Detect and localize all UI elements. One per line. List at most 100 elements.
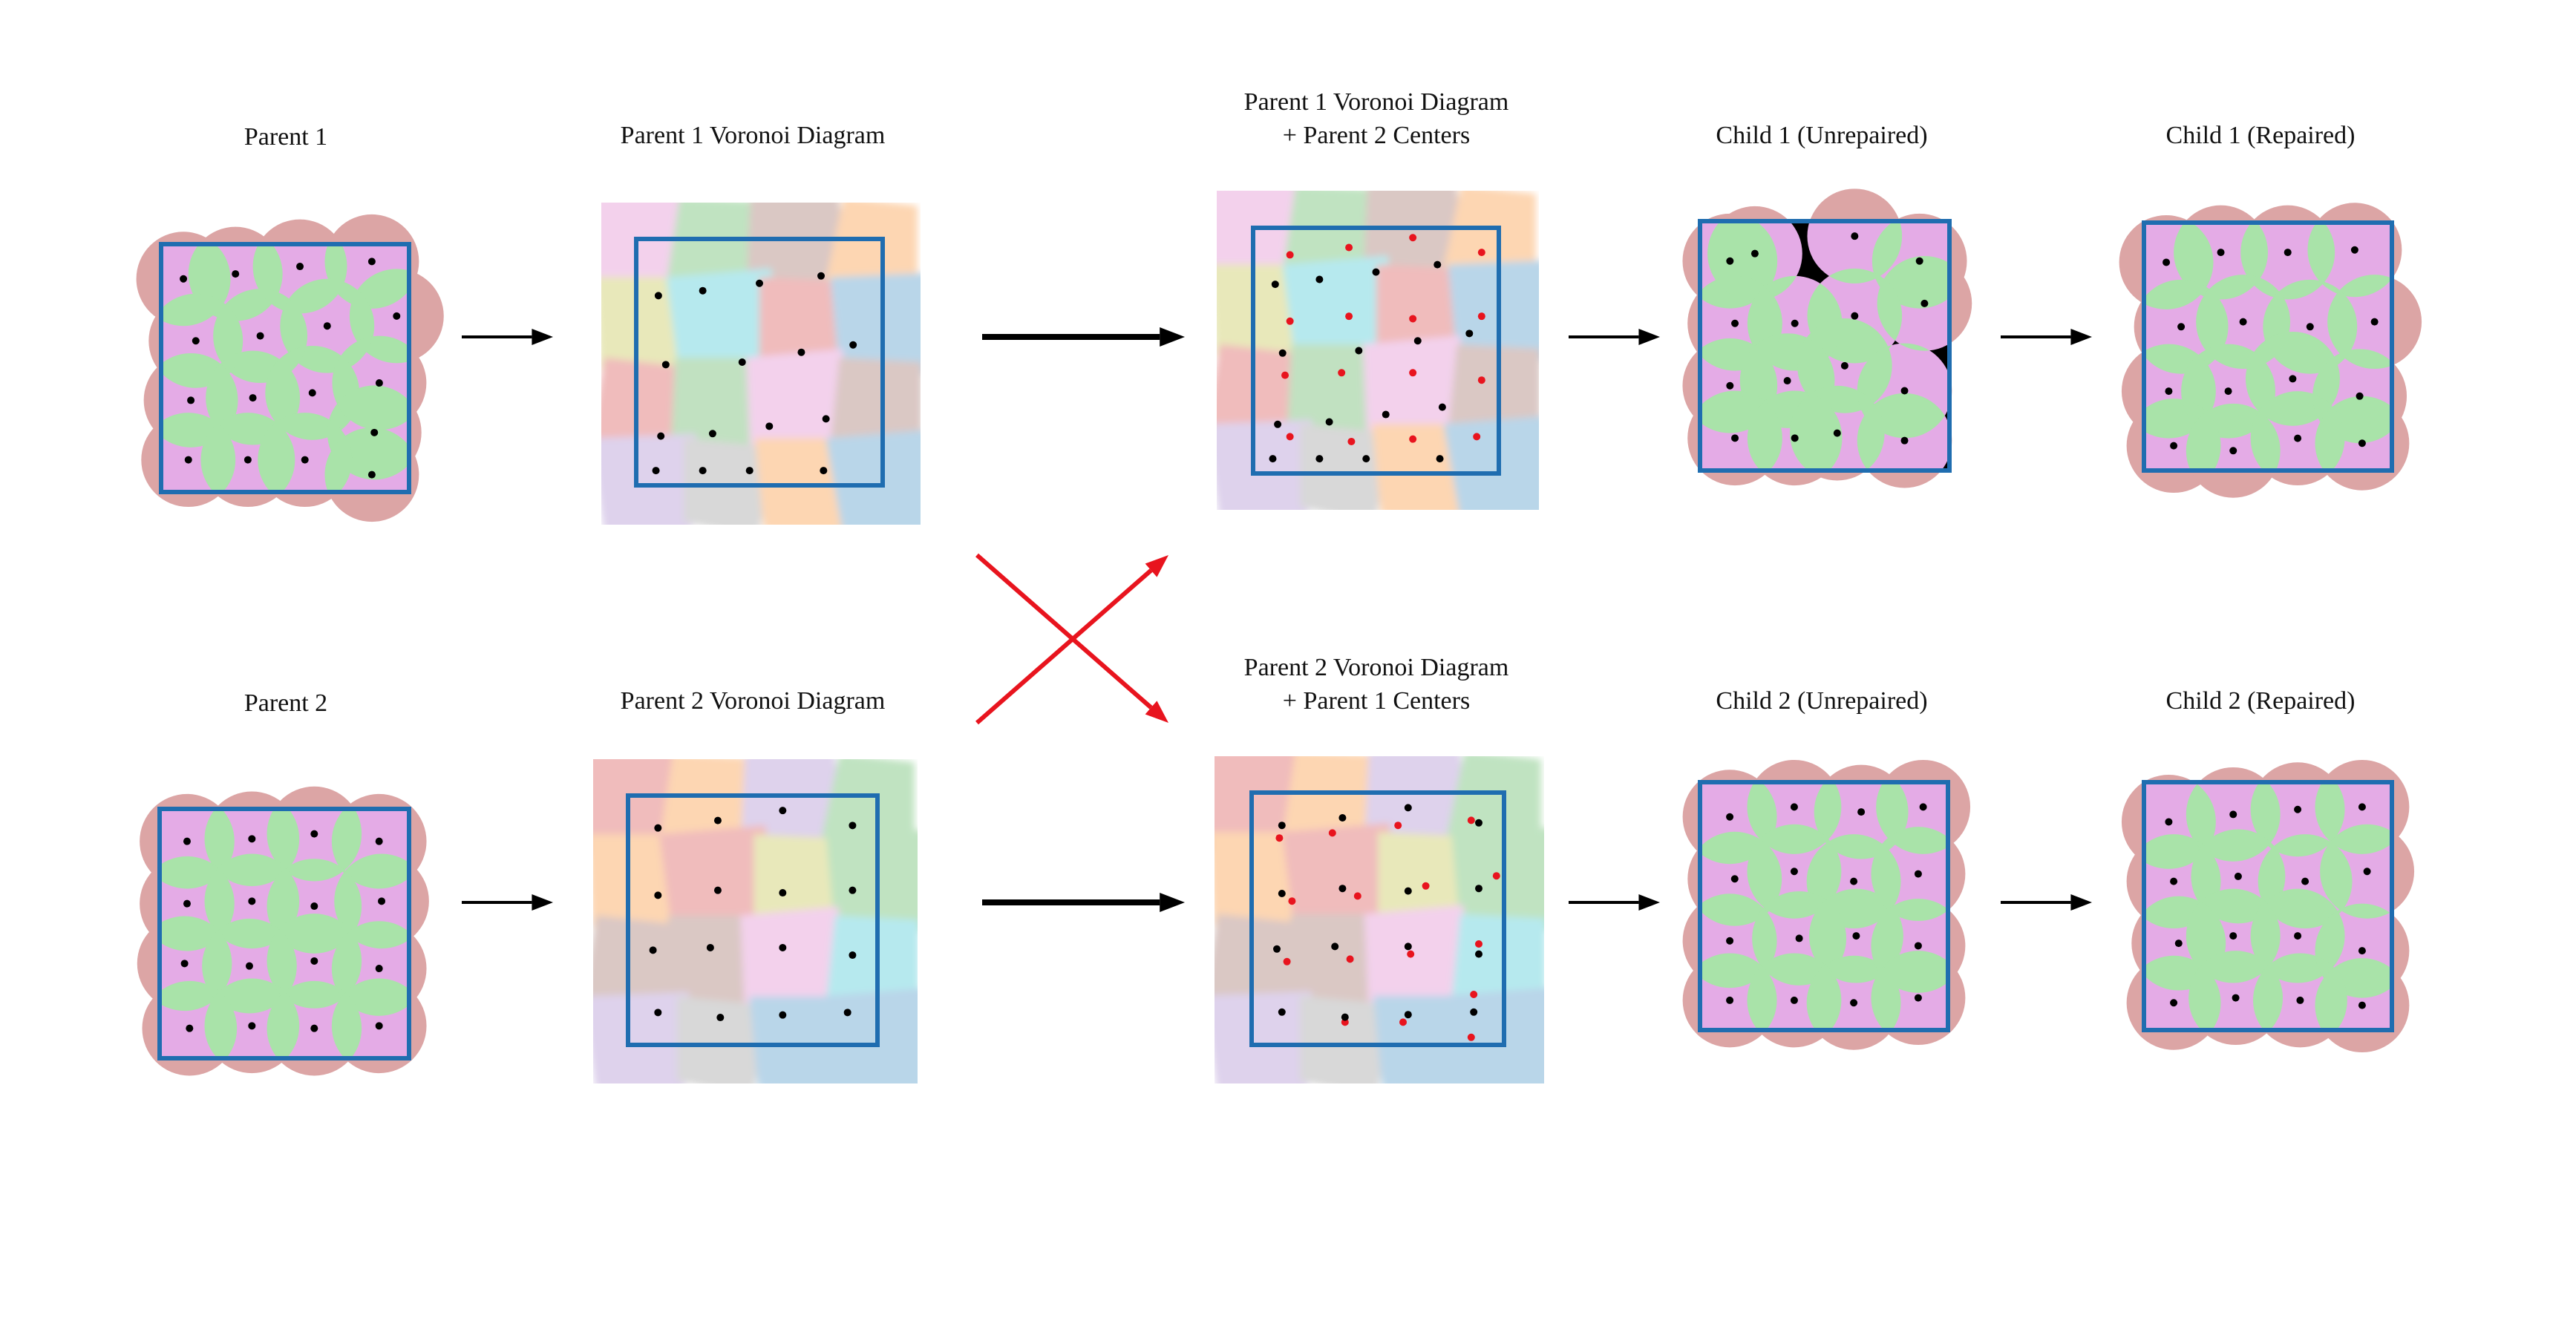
sensor-node	[1795, 934, 1803, 942]
voronoi-cell	[826, 430, 921, 525]
own-center	[820, 467, 828, 475]
title-p2v-p1c-line2: + Parent 1 Centers	[1283, 687, 1470, 715]
sensor-node	[186, 1024, 194, 1032]
sensor-node	[2296, 996, 2304, 1004]
voronoi-cell	[826, 915, 918, 1004]
other-parent-center	[1281, 371, 1289, 379]
sensor-node	[232, 270, 240, 278]
sensor-node	[2234, 872, 2242, 880]
overlap-region	[258, 413, 295, 492]
sensor-node	[1840, 361, 1848, 370]
other-parent-center	[1467, 816, 1475, 824]
voronoi-cell	[1282, 255, 1393, 365]
other-parent-center	[1409, 369, 1417, 377]
parent2-coverage	[137, 786, 429, 1076]
own-center	[1475, 885, 1482, 893]
field-border	[1698, 780, 1950, 1032]
own-center	[699, 286, 707, 295]
other-parent-center	[1347, 437, 1356, 445]
voronoi-cell	[1217, 419, 1312, 510]
overlap-region	[2312, 391, 2345, 444]
other-parent-center	[1353, 892, 1361, 900]
own-center	[1404, 887, 1412, 895]
own-center	[797, 348, 805, 356]
voronoi-cell	[746, 203, 851, 294]
voronoi-cell	[740, 906, 851, 1017]
overlap-region	[2186, 403, 2221, 471]
title-child1-repaired: Child 1 (Repaired)	[2166, 122, 2356, 149]
own-center	[1269, 455, 1277, 463]
voronoi-cell	[593, 915, 676, 1004]
sensor-node	[1726, 937, 1734, 945]
other-parent-center	[1473, 433, 1481, 441]
p1-voronoi-with-p2-centers	[1217, 191, 1539, 510]
overlap-region	[200, 413, 236, 492]
overlap-region	[1871, 951, 1948, 993]
field-area	[161, 244, 409, 492]
own-center	[1338, 814, 1347, 822]
overlap-region	[332, 385, 409, 430]
voronoi-cell	[1451, 914, 1544, 1003]
sensor-node	[248, 897, 256, 905]
other-parent-center	[1477, 249, 1485, 257]
voronoi-cell	[1215, 914, 1298, 1003]
child2-unrepaired-coverage	[1682, 759, 1971, 1050]
sensor-node	[2170, 442, 2178, 450]
overlap-region	[2245, 331, 2291, 370]
voronoi-cell	[659, 825, 771, 937]
arrow-head	[1145, 555, 1168, 577]
voronoi-cell	[1282, 756, 1381, 840]
voronoi-cell	[1300, 995, 1394, 1083]
other-parent-center	[1345, 243, 1353, 252]
own-center	[849, 951, 857, 960]
own-center	[765, 422, 774, 430]
arrow-overlay1-to-child1	[1569, 329, 1660, 345]
arrow-shaft	[975, 568, 1153, 725]
arrow-child1-repair	[2001, 329, 2092, 345]
sensor-node	[375, 837, 383, 845]
own-center	[1278, 890, 1286, 897]
sensor-node	[248, 1022, 256, 1030]
voronoi-cell	[830, 358, 921, 446]
sensor-node	[1791, 319, 1799, 327]
title-parent2-voronoi: Parent 2 Voronoi Diagram	[621, 687, 886, 715]
field-area	[1700, 221, 1949, 471]
field-border	[1249, 790, 1506, 1047]
voronoi-cell	[1215, 832, 1307, 931]
arrow-head	[532, 329, 553, 345]
voronoi-cell	[826, 830, 918, 932]
sensor-node	[1920, 299, 1929, 307]
child2-repaired-coverage	[2121, 759, 2415, 1053]
sensor-node	[1900, 387, 1909, 395]
field-border	[1251, 226, 1501, 476]
title-p1v-p2c-line1: Parent 1 Voronoi Diagram	[1244, 88, 1509, 116]
own-center	[661, 361, 670, 369]
arrow-head	[1145, 701, 1168, 723]
own-center	[1475, 819, 1482, 827]
sensor-node	[2294, 805, 2302, 813]
arrow-head	[2070, 894, 2092, 911]
p2-voronoi-with-p1-centers	[1215, 756, 1544, 1083]
title-p2v-p1c-line1: Parent 2 Voronoi Diagram	[1244, 654, 1509, 681]
sensor-node	[1851, 232, 1859, 240]
voronoi-cell	[821, 759, 915, 838]
voronoi-cell	[593, 991, 690, 1083]
arrow-head	[1638, 329, 1660, 345]
sensor-node	[310, 1024, 318, 1032]
field-area	[1700, 782, 1948, 1030]
sensor-node	[1850, 999, 1858, 1007]
own-center	[1404, 804, 1412, 812]
own-center	[1315, 455, 1324, 463]
child1-repaired-coverage	[2119, 203, 2422, 498]
child1-unrepaired-coverage	[1682, 188, 1972, 488]
own-center	[738, 358, 746, 366]
other-parent-center	[1394, 822, 1402, 830]
own-center	[1341, 1013, 1349, 1021]
own-center	[1434, 260, 1442, 269]
voronoi-cell	[759, 277, 851, 374]
sensor-node	[1857, 808, 1866, 816]
arrow-overlay2-to-child2	[1569, 894, 1660, 911]
voronoi-cell	[1447, 756, 1541, 836]
sensor-node	[2232, 994, 2240, 1002]
own-center	[706, 943, 714, 951]
